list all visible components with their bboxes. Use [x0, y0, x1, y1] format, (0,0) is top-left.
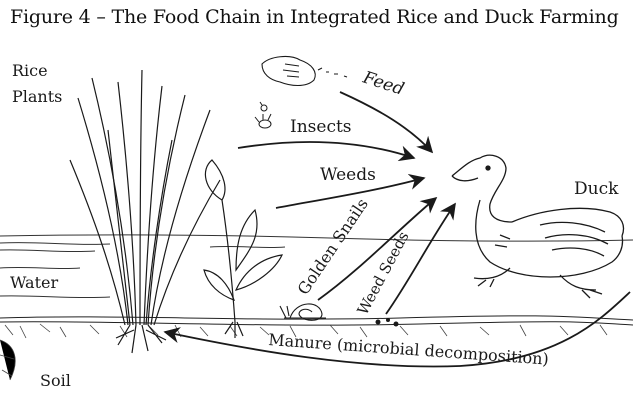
figure-title: Figure 4 – The Food Chain in Integrated …: [10, 6, 630, 28]
soil-label: Soil: [40, 371, 71, 390]
hand-feeding-icon: [262, 57, 347, 86]
rice-label-line1: Rice: [12, 61, 48, 80]
rice-label-line2: Plants: [12, 87, 62, 106]
manure-label: Manure (microbial decomposition): [268, 330, 550, 369]
weed-seeds-icon: [376, 318, 399, 327]
water-label: Water: [10, 273, 58, 292]
feed-label: Feed: [360, 67, 407, 99]
duck-illustration: [452, 155, 624, 298]
soil-layer: [0, 316, 633, 325]
diagram-labels: Rice Plants Water Soil Insects Weeds Fee…: [10, 61, 619, 390]
rice-plant-illustration: [70, 70, 220, 353]
snail-icon: [280, 304, 326, 320]
insects-label: Insects: [290, 117, 352, 137]
golden-snails-label: Golden Snails: [294, 195, 372, 298]
duck-label: Duck: [574, 179, 619, 199]
insect-icon: [255, 102, 271, 128]
feed-arrow: [340, 92, 432, 152]
insects-arrow: [238, 142, 414, 158]
weeds-label: Weeds: [320, 165, 376, 185]
weed-seeds-label: Weed Seeds: [354, 228, 413, 317]
